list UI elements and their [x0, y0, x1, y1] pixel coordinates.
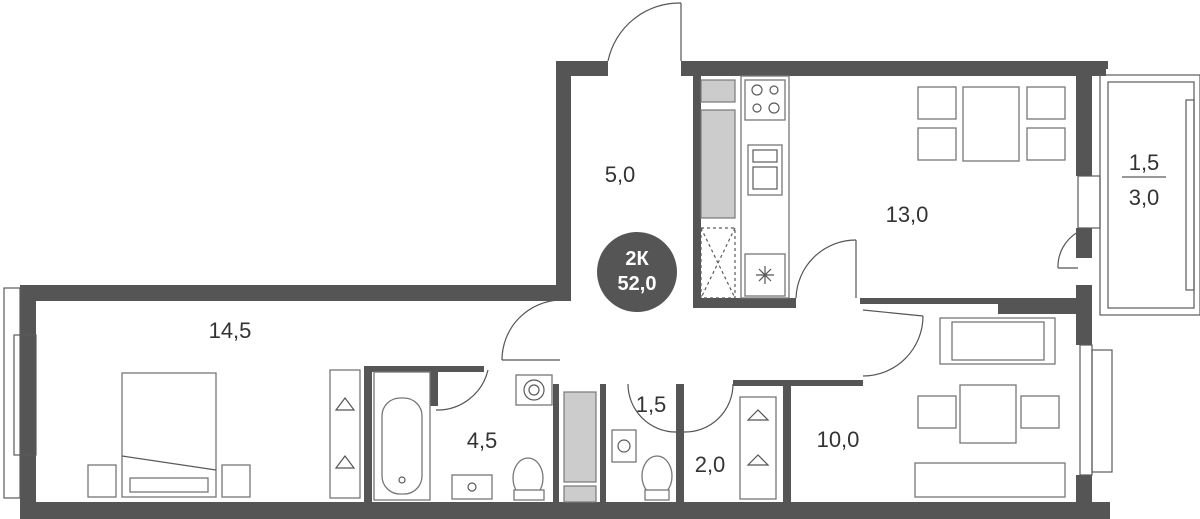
wardrobe-bedroom [329, 369, 361, 499]
dining-table [917, 86, 1066, 162]
apartment-badge: 2К 52,0 [597, 232, 677, 312]
toilet-bowl [641, 455, 673, 501]
shaft [563, 391, 597, 483]
balcony-area: 1,5 [1129, 150, 1160, 175]
room-area: 10,0 [817, 427, 860, 452]
interior-walls [364, 76, 1000, 506]
shaft [563, 485, 597, 503]
bed [87, 372, 251, 498]
closet-area: 2,0 [695, 452, 726, 477]
niche [700, 227, 736, 299]
doors [435, 2, 1079, 433]
apartment-type: 2К [625, 248, 649, 270]
dining-table-room [917, 384, 1060, 444]
bathtub [373, 371, 431, 501]
kitchen-counter [740, 75, 790, 299]
washbasin [451, 474, 493, 500]
balcony-area-full: 3,0 [1129, 185, 1160, 210]
toilet-area: 1,5 [636, 392, 667, 417]
snowflake-icon [756, 266, 774, 284]
wardrobe-closet [739, 396, 777, 500]
bathroom-area: 4,5 [467, 428, 498, 453]
washing-machine [515, 374, 553, 406]
wall-cabinet [700, 79, 736, 103]
toilet-bathroom [512, 457, 545, 501]
kitchen-area: 13,0 [886, 202, 929, 227]
tv-stand [914, 462, 1066, 498]
hallway-area: 5,0 [605, 162, 636, 187]
windows [3, 175, 1113, 499]
apartment-total-area: 52,0 [618, 273, 657, 295]
washbasin-toilet-room [611, 429, 637, 463]
sofa [939, 317, 1056, 365]
walls [20, 61, 1200, 519]
wall-cabinet [700, 109, 736, 219]
bedroom-area: 14,5 [209, 318, 252, 343]
